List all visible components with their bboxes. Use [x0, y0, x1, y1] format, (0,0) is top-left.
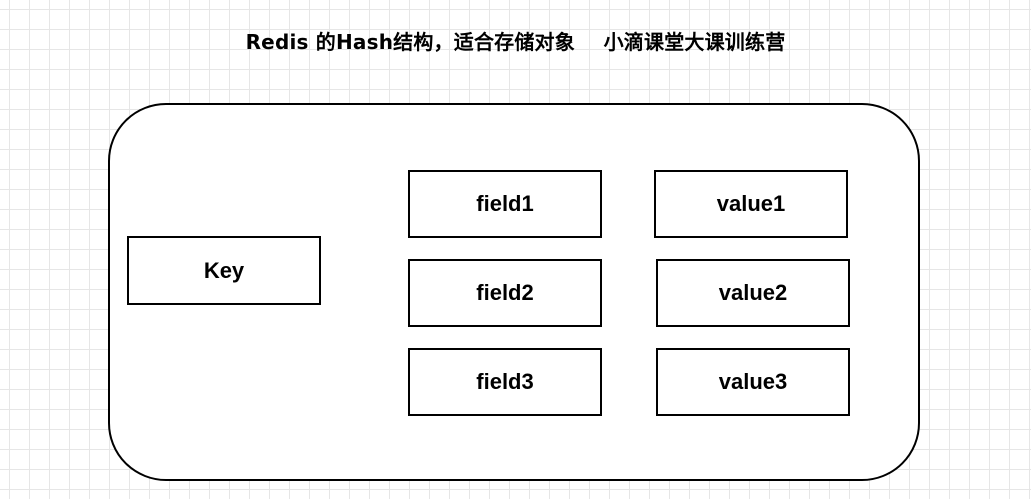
field-label: field2	[476, 280, 534, 305]
field-box-2: field2	[408, 259, 602, 327]
field-label: field1	[476, 191, 534, 216]
value-label: value1	[716, 191, 786, 216]
diagram-title: Redis 的Hash结构，适合存储对象 小滴课堂大课训练营	[245, 30, 786, 54]
value-box-1: value1	[654, 170, 848, 238]
field-box-1: field1	[408, 170, 602, 238]
key-box: Key	[127, 236, 321, 305]
value-label: value3	[718, 369, 788, 394]
value-label: value2	[718, 280, 788, 305]
field-label: field3	[476, 369, 534, 394]
field-box-3: field3	[408, 348, 602, 416]
key-label: Key	[203, 257, 245, 283]
value-box-2: value2	[656, 259, 850, 327]
value-box-3: value3	[656, 348, 850, 416]
